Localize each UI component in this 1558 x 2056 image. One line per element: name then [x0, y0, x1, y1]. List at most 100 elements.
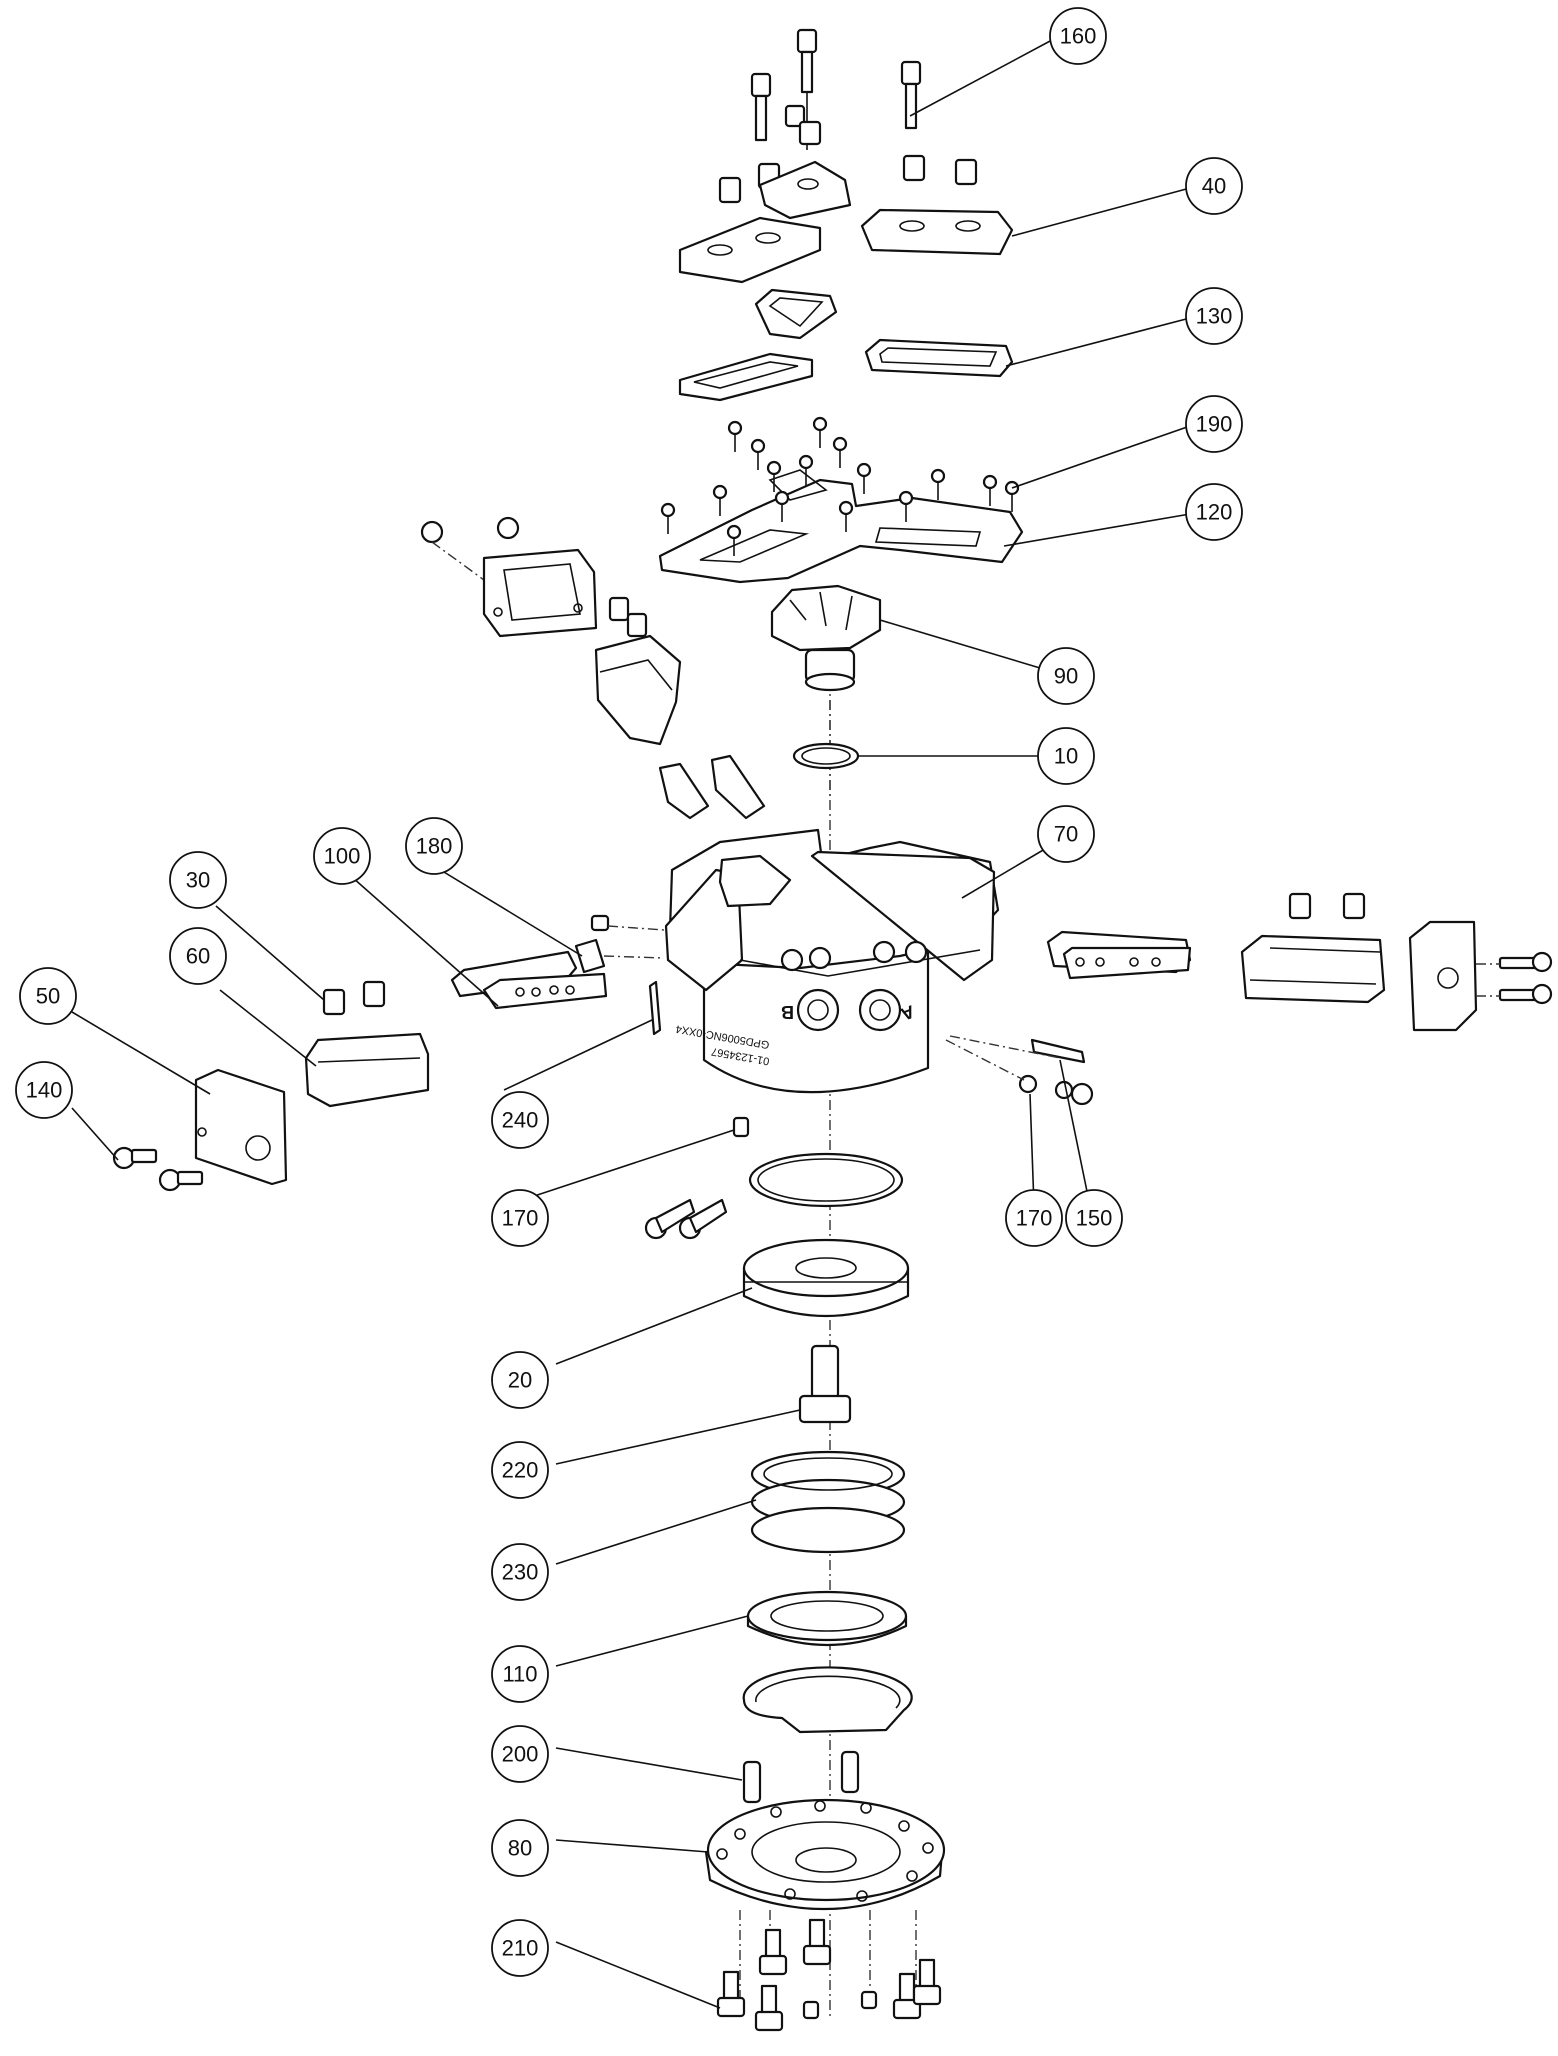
- seal-frame-group-130: [678, 288, 1014, 402]
- spring-cap-110: [746, 1590, 908, 1647]
- callout-10: 10: [1037, 727, 1095, 785]
- jaw-plate-group-40: [678, 160, 1014, 284]
- svg-text:180: 180: [416, 834, 453, 859]
- screw-array-190: [660, 416, 1020, 556]
- svg-text:200: 200: [502, 1742, 539, 1767]
- cap-screw: [750, 72, 772, 142]
- svg-text:130: 130: [1196, 304, 1233, 329]
- svg-text:170: 170: [1016, 1206, 1053, 1231]
- svg-text:80: 80: [508, 1836, 532, 1861]
- callout-80: 80: [491, 1819, 549, 1877]
- callout-20: 20: [491, 1351, 549, 1409]
- callout-60: 60: [169, 927, 227, 985]
- set-screw: [802, 2000, 820, 2020]
- callout-balloons: 160 40 130 190 120 90 10 70 100 180 30 6…: [15, 7, 1243, 1977]
- callout-70: 70: [1037, 805, 1095, 863]
- jaw-guide-rear: [718, 854, 792, 908]
- svg-text:210: 210: [502, 1936, 539, 1961]
- right-jaw-assembly: [1046, 892, 1553, 1032]
- callout-150: 150: [1065, 1189, 1123, 1247]
- callout-230: 230: [491, 1543, 549, 1601]
- jaw-slide-60: [304, 1032, 430, 1108]
- svg-text:70: 70: [1054, 822, 1078, 847]
- flange-80: [704, 1798, 946, 1911]
- sleeve: [798, 120, 822, 146]
- callout-190: 190: [1185, 395, 1243, 453]
- svg-text:110: 110: [502, 1662, 537, 1687]
- cap-screw: [802, 1918, 832, 1966]
- svg-text:90: 90: [1054, 664, 1078, 689]
- callout-210: 210: [491, 1919, 549, 1977]
- port-b-label: B: [781, 1002, 794, 1022]
- callout-30: 30: [169, 851, 227, 909]
- sleeve: [718, 176, 742, 204]
- cap-screws-140: [112, 1146, 204, 1192]
- callout-110: 110: [491, 1645, 549, 1703]
- sleeve: [362, 980, 386, 1008]
- seal-ring: [748, 1152, 904, 1208]
- svg-text:160: 160: [1060, 24, 1097, 49]
- cap-screw-group-160: [718, 28, 978, 204]
- side-cover-plate: [482, 548, 598, 638]
- mount-screws-lower: [644, 1198, 728, 1240]
- cap-screw: [912, 1958, 942, 2006]
- set-screw: [860, 1990, 878, 2010]
- callout-240: 240: [491, 1091, 549, 1149]
- sleeve: [626, 612, 648, 638]
- sleeve: [1288, 892, 1312, 920]
- jaw-slide: [594, 634, 682, 746]
- body-side-fittings: [574, 914, 1094, 1240]
- svg-text:150: 150: [1076, 1206, 1113, 1231]
- cap-screw-head: [496, 516, 520, 540]
- svg-text:120: 120: [1196, 500, 1233, 525]
- seal-frame: [754, 288, 838, 340]
- o-ring-10: [792, 742, 860, 770]
- svg-text:170: 170: [502, 1206, 539, 1231]
- callout-180: 180: [405, 817, 463, 875]
- callout-120: 120: [1185, 483, 1243, 541]
- piston-20: [742, 1238, 910, 1318]
- callout-200: 200: [491, 1725, 549, 1783]
- svg-text:190: 190: [1196, 412, 1233, 437]
- sleeve: [784, 104, 806, 128]
- callout-170-right: 170: [1005, 1189, 1063, 1247]
- side-cover-right: [1408, 920, 1478, 1032]
- callout-90: 90: [1037, 647, 1095, 705]
- pinion-head: [770, 584, 882, 652]
- cap-screw: [900, 60, 922, 130]
- cover-plate-group-120: [658, 416, 1024, 584]
- cap-screws-right: [1476, 951, 1553, 1005]
- cover-plate: [658, 478, 1024, 584]
- svg-text:240: 240: [502, 1108, 539, 1133]
- callout-170-left: 170: [491, 1189, 549, 1247]
- cap-screw: [796, 28, 818, 150]
- callout-220: 220: [491, 1441, 549, 1499]
- guide-strip-right-lower: [1062, 946, 1192, 980]
- plug-sleeve-180: [574, 938, 606, 974]
- seal-frame: [864, 338, 1014, 378]
- jaw-plate: [860, 208, 1014, 256]
- svg-text:140: 140: [26, 1078, 63, 1103]
- port-a-label: A: [898, 1001, 917, 1024]
- retaining-pin-240: [648, 980, 662, 1036]
- gripper-body-70: B A GPD5006NC-0XX4 01-1234567: [664, 828, 1000, 1094]
- set-screw-170-lower: [732, 1116, 750, 1138]
- sleeve: [1342, 892, 1366, 920]
- port-b-fitting: [796, 988, 840, 1032]
- retaining-ring: [742, 1666, 913, 1734]
- callout-50: 50: [19, 967, 77, 1025]
- sleeve: [608, 596, 630, 622]
- jaw-plate: [678, 216, 822, 284]
- plug-screw: [590, 914, 610, 932]
- left-cover-assembly: [420, 516, 766, 820]
- svg-text:20: 20: [508, 1368, 532, 1393]
- pin-220: [798, 1344, 852, 1424]
- svg-text:40: 40: [1202, 174, 1226, 199]
- callout-130: 130: [1185, 287, 1243, 345]
- port-a-fitting: [858, 988, 902, 1032]
- svg-text:100: 100: [324, 844, 361, 869]
- cap-screw-150: [1030, 1038, 1094, 1106]
- pinion-90: [770, 584, 882, 692]
- jaw-guide-right: [810, 850, 996, 982]
